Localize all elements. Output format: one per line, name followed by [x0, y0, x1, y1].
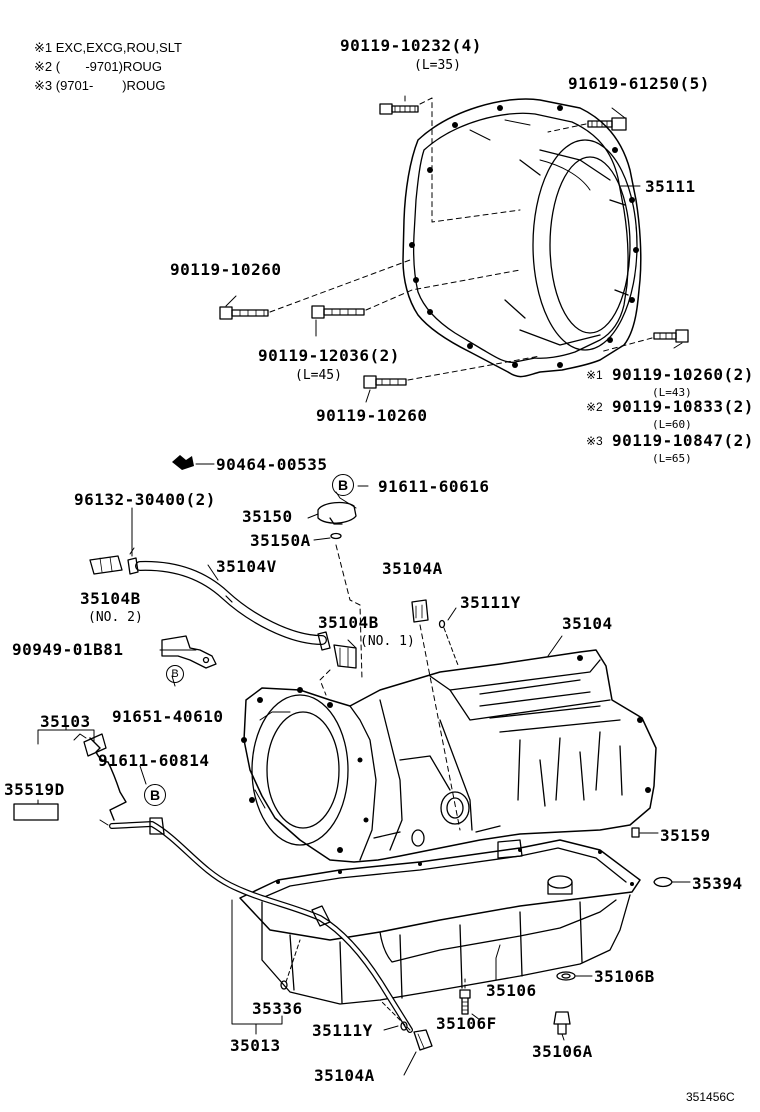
- oil-pan-icon: [239, 839, 641, 1005]
- note-mark: ※2: [34, 59, 53, 74]
- note-mark: ※1: [34, 40, 53, 55]
- part-label: 90119-10232(4): [340, 36, 482, 55]
- reference-circle-b: B: [166, 665, 184, 683]
- part-label: 35394: [692, 874, 743, 893]
- note-text: EXC,EXCG,ROU,SLT: [52, 40, 182, 55]
- part-label: 90119-10260: [170, 260, 282, 279]
- transmission-case-icon: [241, 649, 657, 863]
- bolt-icon: [653, 329, 689, 343]
- note-mark: ※3: [34, 78, 53, 93]
- clip-icon: [172, 455, 194, 470]
- label-plate-icon: [13, 803, 59, 821]
- variant-mark: ※2: [586, 400, 603, 414]
- filler-tube-icon: [109, 817, 413, 1033]
- note-text: ( -9701)ROUG: [52, 59, 162, 74]
- fitting-icon: [89, 555, 123, 575]
- note-text: (9701- )ROUG: [52, 78, 166, 93]
- bolt-icon: [363, 375, 407, 389]
- reference-circle-b: B: [144, 784, 166, 806]
- part-label: 35104B: [318, 613, 379, 632]
- reference-circle-b: B: [332, 474, 354, 496]
- part-label: 90119-10847(2): [612, 431, 754, 450]
- part-label: 35106A: [532, 1042, 593, 1061]
- part-label: 35106B: [594, 967, 655, 986]
- part-label: 35103: [40, 712, 91, 731]
- bolt-icon: [379, 103, 419, 115]
- part-label: 35104A: [314, 1066, 375, 1085]
- part-label: 35111Y: [460, 593, 521, 612]
- drain-plug-icon: [459, 989, 471, 1015]
- note-2: ※2 ( -9701)ROUG: [34, 57, 162, 76]
- bolt-icon: [587, 117, 627, 131]
- part-label: 35013: [230, 1036, 281, 1055]
- bracket-icon: [161, 635, 217, 669]
- plug-icon: [631, 827, 640, 838]
- part-label: 91619-61250(5): [568, 74, 710, 93]
- part-label: 35111: [645, 177, 696, 196]
- part-label: 90949-01B81: [12, 640, 124, 659]
- bell-housing-icon: [402, 98, 642, 378]
- part-qualifier: (L=45): [295, 368, 342, 383]
- note-3: ※3 (9701- )ROUG: [34, 76, 166, 95]
- part-label: 35106F: [436, 1014, 497, 1033]
- part-label: 35150A: [250, 531, 311, 550]
- variant-mark: ※3: [586, 434, 603, 448]
- part-label: 90119-10260(2): [612, 365, 754, 384]
- part-label: 90119-10833(2): [612, 397, 754, 416]
- drain-plug-icon: [553, 1011, 571, 1035]
- part-label: 35104V: [216, 557, 277, 576]
- part-label: 35111Y: [312, 1021, 373, 1040]
- part-label: 90119-12036(2): [258, 346, 400, 365]
- part-label: 35336: [252, 999, 303, 1018]
- part-qualifier: (L=60): [652, 418, 692, 431]
- part-label: 35104: [562, 614, 613, 633]
- o-ring-icon: [400, 1021, 408, 1031]
- fitting-icon: [333, 644, 357, 669]
- part-qualifier: (L=35): [414, 58, 461, 73]
- fitting-icon: [413, 1029, 433, 1051]
- part-label: 90464-00535: [216, 455, 328, 474]
- leader-lines: [37, 95, 683, 1041]
- part-label: 91651-40610: [112, 707, 224, 726]
- part-qualifier: (L=43): [652, 386, 692, 399]
- magnet-icon: [653, 876, 673, 888]
- o-ring-icon: [280, 980, 288, 990]
- o-ring-icon: [438, 619, 446, 629]
- cover-plate-icon: [317, 501, 357, 540]
- part-qualifier: (NO. 1): [360, 634, 415, 649]
- fitting-icon: [411, 599, 429, 623]
- bolt-icon: [311, 305, 365, 319]
- part-label: 91611-60616: [378, 477, 490, 496]
- part-label: 96132-30400(2): [74, 490, 216, 509]
- part-label: 35104B: [80, 589, 141, 608]
- part-label: 35519D: [4, 780, 65, 799]
- variant-mark: ※1: [586, 368, 603, 382]
- part-label: 35106: [486, 981, 537, 1000]
- hose-clamp-icon: [317, 631, 331, 651]
- hose-clamp-icon: [127, 547, 139, 575]
- part-qualifier: (L=65): [652, 452, 692, 465]
- hose-icon: [135, 560, 327, 645]
- part-label: 35150: [242, 507, 293, 526]
- part-qualifier: (NO. 2): [88, 610, 143, 625]
- part-label: 90119-10260: [316, 406, 428, 425]
- part-label: 35159: [660, 826, 711, 845]
- part-label: 35104A: [382, 559, 443, 578]
- note-1: ※1 EXC,EXCG,ROU,SLT: [34, 38, 182, 57]
- part-label: 91611-60814: [98, 751, 210, 770]
- bolt-icon: [219, 306, 269, 320]
- diagram-reference-code: 351456C: [686, 1090, 735, 1104]
- oil-level-gauge-icon: [73, 733, 127, 821]
- gasket-icon: [556, 971, 576, 981]
